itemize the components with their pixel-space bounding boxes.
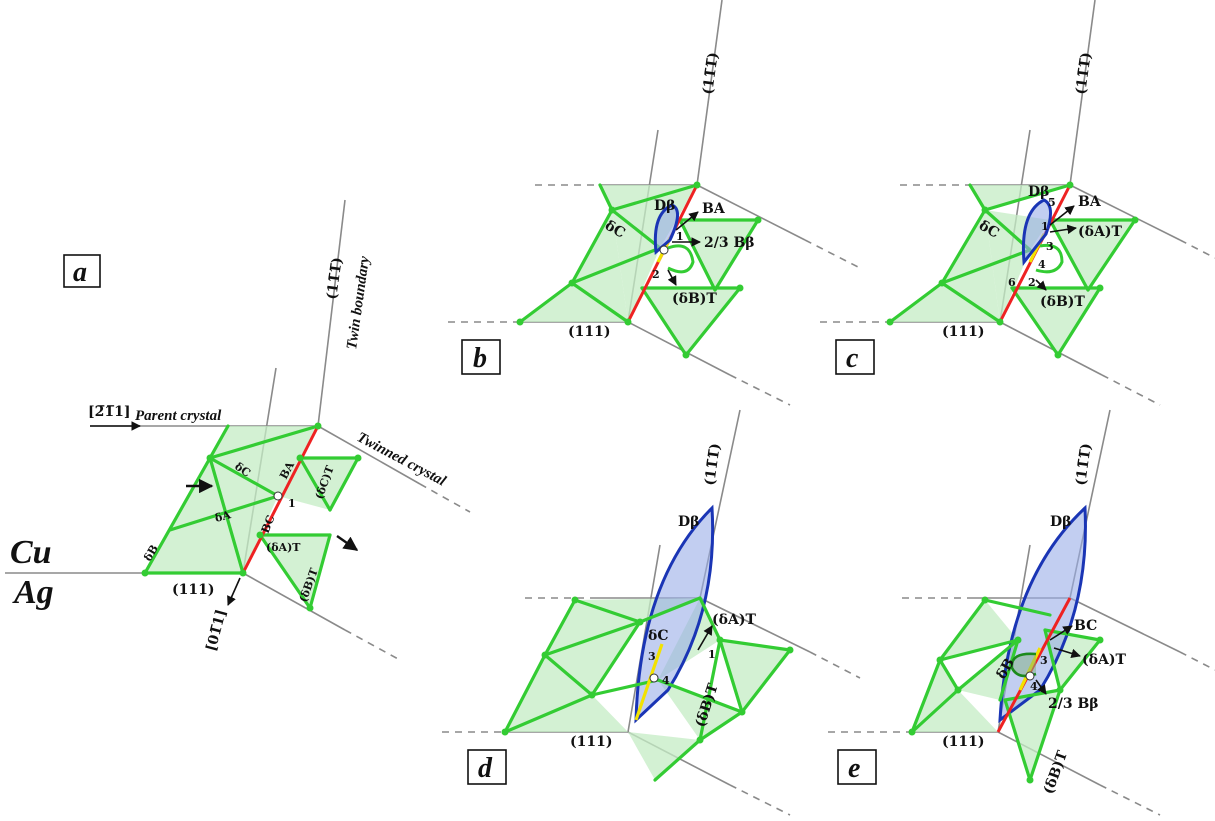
panel-a: a xyxy=(5,199,471,661)
svg-text:4: 4 xyxy=(662,674,670,687)
svg-text:(111): (111) xyxy=(942,324,984,340)
twin-boundary-label: Twin boundary xyxy=(344,255,373,351)
svg-text:1: 1 xyxy=(1041,220,1049,233)
svg-text:4: 4 xyxy=(1038,258,1046,271)
twin-boundary-line xyxy=(317,199,346,427)
svg-text:3: 3 xyxy=(1040,654,1048,667)
svg-text:2/3 Bβ: 2/3 Bβ xyxy=(1048,696,1099,712)
svg-text:Dβ: Dβ xyxy=(654,198,675,214)
svg-text:(δA)T: (δA)T xyxy=(712,612,756,628)
svg-text:2/3 Bβ: 2/3 Bβ xyxy=(704,235,755,251)
svg-text:BA: BA xyxy=(702,201,726,217)
svg-text:(δA)T: (δA)T xyxy=(1078,224,1122,240)
dir-0-11-label: [01̅1] xyxy=(203,608,229,653)
loop-D-beta xyxy=(653,203,679,255)
dir-2-11-label: [2̅1̅1] xyxy=(88,404,130,420)
panel-d: d (11̅1̅) (111) Dβ δC (δA)T (δB)T 1 3 4 xyxy=(442,409,861,816)
panel-c: c (11̅1̅) (111) Dβ BA δC (δA)T (δB)T 5 1… xyxy=(820,0,1215,406)
svg-text:(11̅1̅): (11̅1̅) xyxy=(1073,51,1095,95)
twin-bottom-line xyxy=(242,572,346,631)
panel-c-label: c xyxy=(846,343,859,374)
svg-text:3: 3 xyxy=(648,650,656,663)
svg-text:BC: BC xyxy=(1074,618,1097,634)
panel-a-green-edges xyxy=(143,424,360,610)
svg-text:(111): (111) xyxy=(568,324,610,340)
ag-label: Ag xyxy=(12,574,54,611)
panel-a-label: a xyxy=(73,257,87,288)
panel-b: b (11̅1̅) (111) Dβ BA δC 2/3 Bβ (δB)T 1 … xyxy=(448,0,861,406)
svg-text:BA: BA xyxy=(1078,194,1102,210)
svg-text:δA: δA xyxy=(213,508,232,525)
svg-text:Dβ: Dβ xyxy=(1028,184,1049,200)
panel-b-label: b xyxy=(473,343,487,374)
svg-text:3: 3 xyxy=(1046,240,1054,253)
svg-text:(δA)T: (δA)T xyxy=(1082,652,1126,668)
svg-text:(δB)T: (δB)T xyxy=(1041,748,1072,796)
svg-text:(111): (111) xyxy=(570,734,612,750)
svg-text:2: 2 xyxy=(1028,276,1036,289)
svg-text:6: 6 xyxy=(1008,276,1016,289)
svg-text:1: 1 xyxy=(676,230,684,243)
svg-text:5: 5 xyxy=(1048,196,1056,209)
cu-label: Cu xyxy=(10,534,52,571)
svg-text:Dβ: Dβ xyxy=(678,514,699,530)
svg-text:(δA)T: (δA)T xyxy=(266,541,301,554)
svg-text:(11̅1̅): (11̅1̅) xyxy=(1073,442,1095,486)
svg-text:(δB)T: (δB)T xyxy=(1040,294,1085,310)
panel-d-label: d xyxy=(478,753,493,784)
plane-twin-label: (11̅1̅) xyxy=(324,256,346,300)
parent-crystal-label: Parent crystal xyxy=(135,408,222,424)
svg-text:(11̅1̅): (11̅1̅) xyxy=(702,442,724,486)
svg-text:(δB)T: (δB)T xyxy=(672,291,717,307)
svg-text:BC: BC xyxy=(259,513,278,535)
svg-text:4: 4 xyxy=(1030,680,1038,693)
dir-0-11-arrow xyxy=(227,577,241,606)
svg-text:1: 1 xyxy=(708,648,716,661)
svg-text:2: 2 xyxy=(652,268,660,281)
svg-text:δC: δC xyxy=(648,628,668,644)
svg-text:(11̅1̅): (11̅1̅) xyxy=(700,51,722,95)
panel-a-label-box xyxy=(63,254,101,288)
svg-text:1: 1 xyxy=(288,497,296,510)
twinned-crystal-label: Twinned crystal xyxy=(354,429,449,490)
panel-e-label: e xyxy=(848,753,860,784)
svg-text:(111): (111) xyxy=(942,734,984,750)
twin-top-line xyxy=(317,425,421,485)
svg-text:Dβ: Dβ xyxy=(1050,514,1071,530)
panel-e: e (11̅1̅) (111) Dβ BC δB (δA)T 2/3 Bβ (δ… xyxy=(828,409,1215,816)
plane-111-label: (111) xyxy=(172,582,214,598)
